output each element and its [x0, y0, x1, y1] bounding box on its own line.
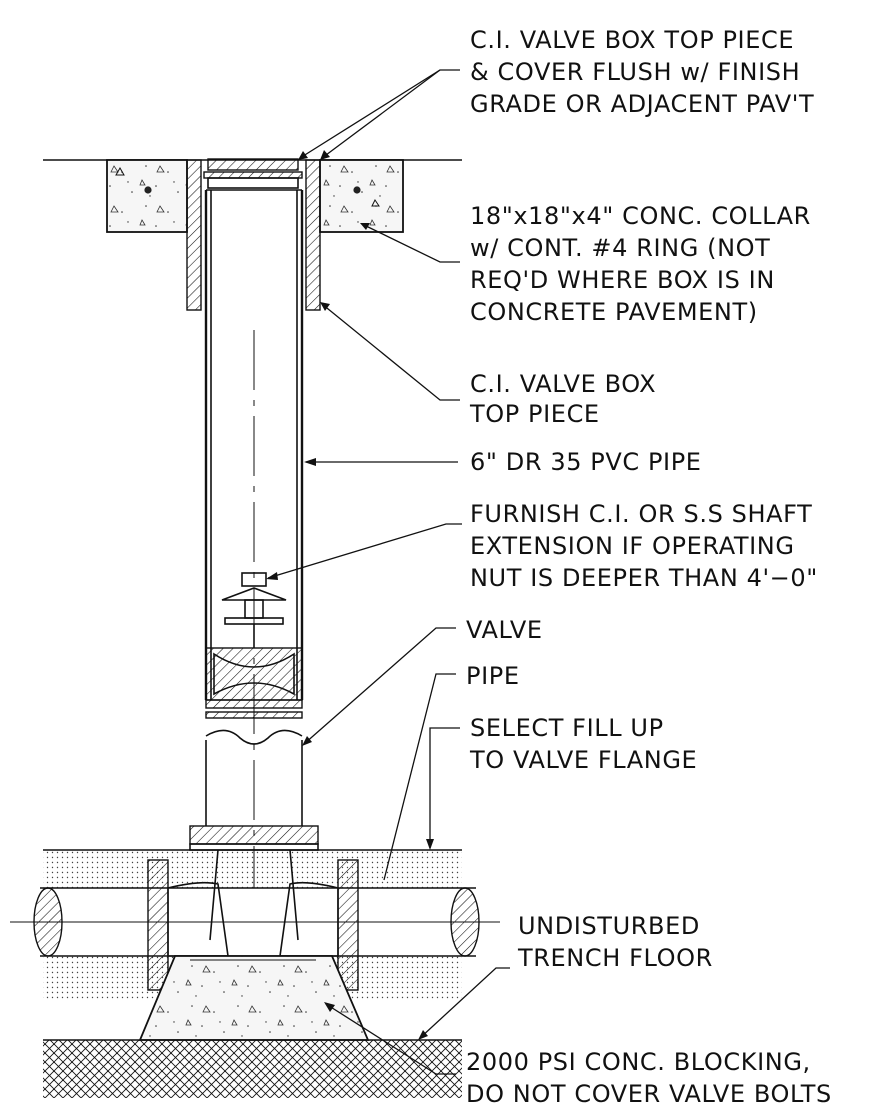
callout-valve-box-top-piece: C.I. VALVE BOX TOP PIECE: [469, 370, 656, 428]
callout-pvc-pipe: 6" DR 35 PVC PIPE: [470, 448, 702, 476]
operating-nut: [221, 572, 287, 648]
svg-text:6" DR 35 PVC PIPE: 6" DR 35 PVC PIPE: [470, 448, 702, 476]
svg-text:TOP PIECE: TOP PIECE: [469, 400, 600, 428]
callout-trench-floor: UNDISTURBED TRENCH FLOOR: [517, 912, 713, 972]
callout-concrete-blocking: 2000 PSI CONC. BLOCKING, DO NOT COVER VA…: [466, 1048, 832, 1108]
valve-box-top-piece: [186, 159, 321, 311]
valve-bonnet: [205, 647, 303, 745]
valve-body: [147, 849, 359, 991]
leader-lines: [266, 69, 510, 1075]
callout-valve: VALVE: [466, 616, 543, 644]
callout-concrete-collar: 18"x18"x4" CONC. COLLAR w/ CONT. #4 RING…: [470, 202, 811, 326]
svg-text:SELECT FILL UP: SELECT FILL UP: [470, 714, 664, 742]
svg-text:w/ CONT. #4 RING (NOT: w/ CONT. #4 RING (NOT: [470, 234, 770, 262]
svg-text:TRENCH FLOOR: TRENCH FLOOR: [517, 944, 713, 972]
svg-text:UNDISTURBED: UNDISTURBED: [518, 912, 700, 940]
svg-text:C.I. VALVE BOX: C.I. VALVE BOX: [470, 370, 656, 398]
svg-text:FURNISH C.I. OR S.S SHAFT: FURNISH C.I. OR S.S SHAFT: [470, 500, 812, 528]
callout-valve-box-cover: C.I. VALVE BOX TOP PIECE & COVER FLUSH w…: [470, 26, 814, 118]
svg-text:PIPE: PIPE: [466, 662, 520, 690]
svg-text:& COVER FLUSH w/ FINISH: & COVER FLUSH w/ FINISH: [470, 58, 800, 86]
svg-text:EXTENSION IF OPERATING: EXTENSION IF OPERATING: [470, 532, 795, 560]
svg-text:2000 PSI CONC. BLOCKING,: 2000 PSI CONC. BLOCKING,: [466, 1048, 811, 1076]
concrete-collar: [106, 159, 404, 233]
svg-text:VALVE: VALVE: [466, 616, 543, 644]
callout-pipe: PIPE: [466, 662, 520, 690]
svg-text:18"x18"x4" CONC. COLLAR: 18"x18"x4" CONC. COLLAR: [470, 202, 811, 230]
callout-select-fill: SELECT FILL UP TO VALVE FLANGE: [469, 714, 697, 774]
svg-text:TO VALVE FLANGE: TO VALVE FLANGE: [469, 746, 697, 774]
valve-box-cover: [203, 158, 303, 189]
undisturbed-trench-floor: [43, 1039, 462, 1098]
valve-neck: [189, 740, 319, 851]
main-pipe: [10, 887, 500, 957]
concrete-blocking: [138, 955, 370, 1041]
svg-text:NUT IS DEEPER THAN 4'−0": NUT IS DEEPER THAN 4'−0": [470, 564, 818, 592]
svg-text:REQ'D WHERE BOX IS IN: REQ'D WHERE BOX IS IN: [470, 266, 775, 294]
svg-text:C.I. VALVE BOX TOP PIECE: C.I. VALVE BOX TOP PIECE: [470, 26, 794, 54]
svg-text:GRADE OR ADJACENT PAV'T: GRADE OR ADJACENT PAV'T: [470, 90, 814, 118]
svg-text:CONCRETE PAVEMENT): CONCRETE PAVEMENT): [470, 298, 758, 326]
svg-text:DO NOT COVER VALVE BOLTS: DO NOT COVER VALVE BOLTS: [466, 1080, 832, 1108]
callout-shaft-extension: FURNISH C.I. OR S.S SHAFT EXTENSION IF O…: [470, 500, 818, 592]
